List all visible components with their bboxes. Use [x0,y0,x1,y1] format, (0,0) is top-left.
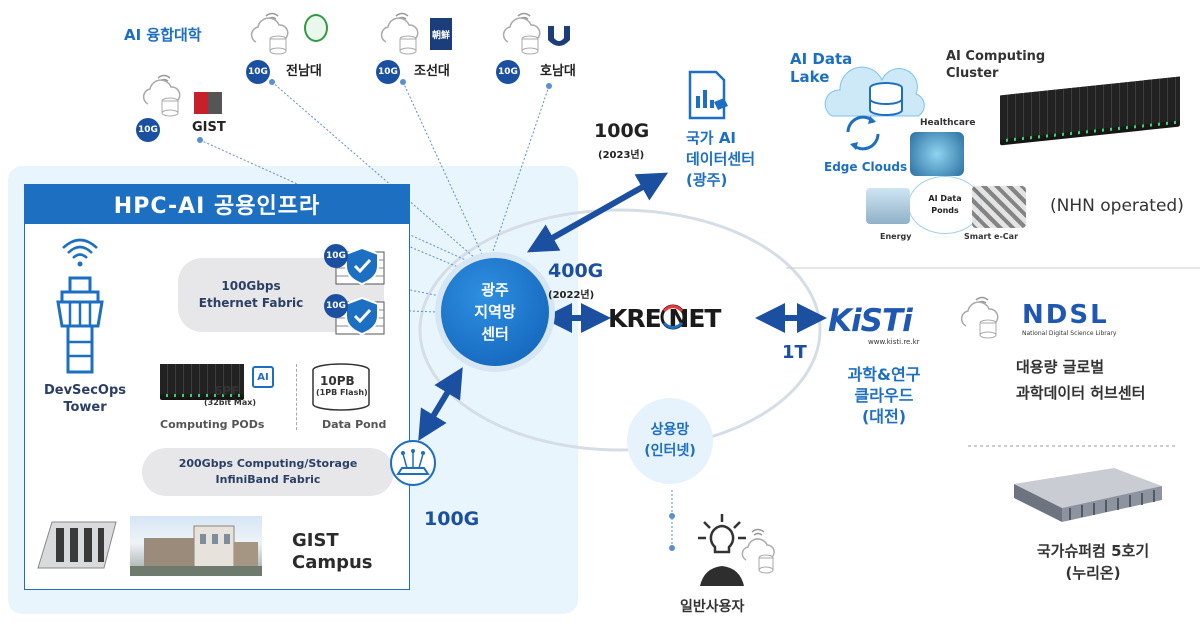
link-100g-top-year: (2023년) [598,150,645,161]
link-100g-top-label: 100G [594,120,650,142]
gist-campus-label: GIST Campus [292,530,373,573]
energy-label: Energy [880,232,912,241]
healthcare-image [910,132,964,176]
arrow-100g-top [526,172,669,253]
university-gist [140,70,188,124]
ai-data-ponds-label: AI Data Ponds [908,176,982,234]
university-name: 전남대 [286,64,322,79]
document-chart-icon [688,70,728,120]
university-jnu [248,8,296,62]
supercomputer-image [1010,464,1166,526]
link-1t-label: 1T [782,342,807,363]
ndsl-logo: NDSL [1022,300,1109,330]
cloud-database-icon [250,12,289,55]
energy-image [866,188,910,224]
ai-univ-label: AI 융합대학 [124,26,202,44]
nhn-operated-label: (NHN operated) [1050,196,1184,216]
user-idea-icon [698,514,775,586]
badge-10g: 10G [376,60,400,84]
university-name: GIST [192,120,226,135]
national-ai-datacenter-label: 국가 AI 데이터센터 (광주) [686,129,756,189]
firewall-shield-icon [335,246,385,286]
commercial-network: 상용망 (인터넷) [627,398,713,484]
smart-ecar-label: Smart e-Car [964,232,1019,241]
data-pond-label: Data Pond [322,418,387,431]
university-chosun [378,8,426,62]
smart-ecar-image [972,186,1026,228]
badge-10g: 10G [496,60,520,84]
general-user-label: 일반사용자 [680,599,745,615]
jnu-logo [304,14,328,42]
cloud-database-icon [380,12,419,55]
hpc-ai-title: HPC-AI 공용인프라 [24,184,410,224]
network-switch-icon [390,440,436,486]
university-name: 호남대 [540,64,576,79]
data-pond-value: 10PB [320,374,355,388]
badge-10g: 10G [136,118,160,142]
pods-divider [296,364,297,430]
data-lake-cloud-icon [824,66,925,117]
datacenter-floor-image [34,514,118,576]
chosun-logo: 朝鮮 [430,18,452,50]
badge-10g: 10G [324,294,348,318]
ai-chip-icon: AI [252,366,274,388]
devsecops-tower-label: DevSecOps Tower [43,383,127,415]
gist-logo [194,92,208,114]
tower-icon [56,238,104,374]
honam-logo [548,26,570,46]
ndsl-sub: National Digital Science Library [1022,330,1117,337]
ai-computing-cluster-label: AI Computing Cluster [946,49,1046,81]
computing-pods-server [160,364,244,400]
infiniband-fabric-pill: 200Gbps Computing/Storage InfiniBand Fab… [142,448,394,496]
ai-data-lake-label: AI Data Lake [790,50,853,86]
cloud-database-icon [960,296,999,339]
computing-pods-value: 6PF [214,384,240,398]
data-pond-sub: (1PB Flash) [316,388,368,397]
kreonet-swirl-icon [660,304,686,330]
kisti-cloud-label: 과학&연구 클라우드 (대전) [847,365,921,426]
university-name: 조선대 [414,64,450,79]
computing-pods-label: Computing PODs [160,418,265,431]
refresh-cycle-icon [846,115,880,151]
cloud-database-icon [502,12,541,55]
commercial-network-label: 상용망 (인터넷) [644,422,696,459]
link-400g-year: (2022년) [548,290,595,301]
gwangju-regional-center: 광주 지역망 센터 [435,252,555,372]
university-honam [500,8,548,62]
firewall-shield-icon [335,296,385,336]
arrow-100g-bottom [418,367,463,441]
supercomputer-label: 국가슈퍼컴 5호기 (누리온) [1036,542,1150,582]
kisti-logo: KiSTi [828,303,913,339]
badge-10g: 10G [324,244,348,268]
link-100g-bottom-label: 100G [424,508,480,530]
cloud-database-icon [142,74,181,117]
kisti-url: www.kisti.re.kr [868,338,920,346]
link-400g-label: 400G [548,260,604,282]
ndsl-hub-label: 대용량 글로벌 과학데이터 허브센터 [1016,358,1146,402]
computing-pods-sub: (32bit Max) [204,398,257,407]
edge-clouds-label: Edge Clouds [824,160,908,174]
center-label: 광주 지역망 센터 [474,281,516,343]
gist-logo-part [208,92,222,114]
data-pond-database-icon [312,363,370,411]
healthcare-label: Healthcare [920,118,976,128]
badge-10g: 10G [246,60,270,84]
campus-building-image [130,516,262,576]
